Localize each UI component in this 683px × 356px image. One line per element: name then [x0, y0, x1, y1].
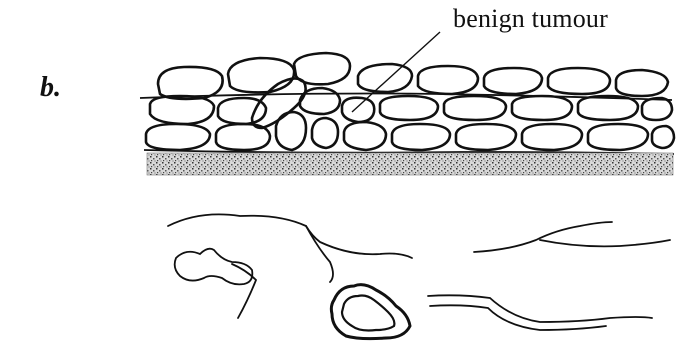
- cell: [616, 70, 668, 96]
- cell: [228, 58, 294, 92]
- callout-leader-line: [352, 32, 440, 112]
- cell: [358, 64, 412, 92]
- cell: [150, 96, 214, 124]
- cell: [418, 66, 478, 94]
- basement-membrane-band: [147, 153, 673, 175]
- cell: [456, 124, 516, 150]
- connective-tissue-fibres: [168, 214, 670, 330]
- cell: [444, 96, 506, 120]
- cell: [642, 98, 672, 120]
- cell: [484, 68, 542, 94]
- cell: [380, 96, 438, 120]
- cell: [342, 98, 374, 122]
- cell: [276, 112, 306, 150]
- cell: [548, 68, 610, 94]
- cell: [146, 124, 210, 150]
- cell: [300, 88, 340, 114]
- fibre-line: [474, 222, 612, 252]
- fibre-line: [540, 240, 670, 246]
- fibre-line: [168, 214, 333, 282]
- epithelium-cells: [146, 53, 674, 150]
- fibre-line: [306, 226, 412, 258]
- cell: [652, 126, 674, 148]
- cell: [312, 118, 338, 148]
- cell: [512, 96, 572, 120]
- fibre-line: [428, 295, 652, 322]
- cell: [522, 124, 582, 150]
- cell: [392, 124, 450, 150]
- vessel-cross-section: [331, 285, 410, 339]
- cell: [588, 124, 648, 150]
- cell: [216, 124, 270, 150]
- cell: [578, 96, 638, 120]
- cell: [158, 67, 223, 99]
- fibre-line: [430, 305, 606, 330]
- irregular-vessel-outline: [175, 249, 253, 285]
- cell: [344, 122, 386, 150]
